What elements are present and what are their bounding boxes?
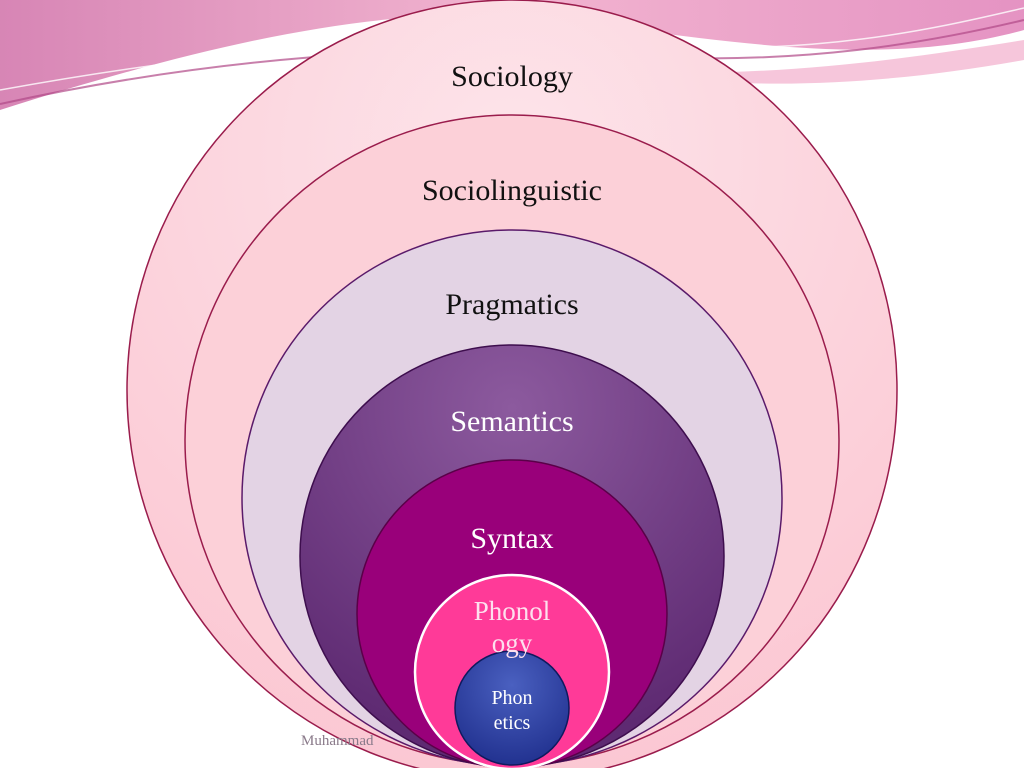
label-semantics: Semantics (450, 405, 573, 438)
label-phonology-line1: Phonol (474, 596, 551, 626)
label-sociology: Sociology (451, 60, 573, 93)
footer-author: Muhammad (301, 733, 374, 749)
label-phonetics-line2: etics (494, 712, 531, 734)
label-sociolinguistic: Sociolinguistic (422, 174, 602, 207)
label-pragmatics: Pragmatics (445, 288, 578, 321)
label-phonetics-line1: Phon (491, 687, 532, 709)
label-phonology-line2: ogy (492, 628, 533, 658)
nested-circles (126, 0, 898, 768)
label-syntax: Syntax (470, 522, 553, 555)
circle-phonetics (454, 650, 570, 766)
